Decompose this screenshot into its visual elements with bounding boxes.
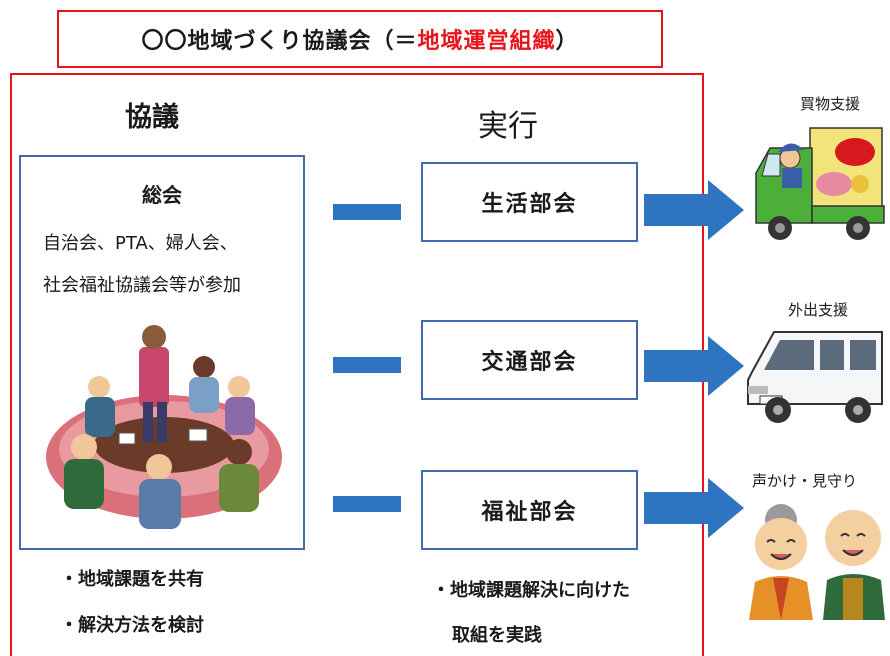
arrow-right-icon — [644, 336, 744, 396]
arrow-right-icon — [644, 180, 744, 240]
caption-shopping-support: 買物支援 — [800, 95, 861, 113]
heading-execution: 実行 — [478, 109, 538, 144]
general-assembly-box: 総会 自治会、PTA、婦人会、 社会福祉協議会等が参加 — [19, 155, 305, 550]
division-welfare: 福祉部会 — [421, 470, 638, 550]
council-title-box: 〇〇地域づくり協議会（＝地域運営組織） — [57, 10, 663, 68]
assembly-members-line2: 社会福祉協議会等が参加 — [43, 275, 241, 296]
bullet-implement-efforts: 取組を実践 — [452, 625, 542, 646]
connector-dash — [333, 496, 401, 512]
meeting-illustration — [46, 325, 282, 529]
arrow-right-icon — [644, 478, 744, 538]
council-title-suffix: ） — [555, 29, 579, 54]
caption-watch-over: 声かけ・見守り — [752, 472, 858, 490]
connector-dash — [333, 204, 401, 220]
caption-outing-support: 外出支援 — [788, 301, 849, 319]
connector-dash — [333, 357, 401, 373]
bullet-solve-issues: ・地域課題解決に向けた — [432, 580, 630, 601]
bullet-consider-solutions: ・解決方法を検討 — [60, 615, 204, 636]
council-title-emphasis: 地域運営組織 — [417, 29, 556, 54]
assembly-members-line1: 自治会、PTA、婦人会、 — [43, 233, 238, 254]
assembly-title: 総会 — [142, 183, 182, 207]
division-transport: 交通部会 — [421, 320, 638, 400]
mobile-shop-truck-illustration — [755, 127, 885, 240]
van-illustration — [747, 331, 883, 423]
council-title-prefix: 〇〇地域づくり協議会（＝ — [141, 29, 418, 54]
elderly-couple-illustration — [749, 504, 885, 620]
bullet-share-issues: ・地域課題を共有 — [60, 569, 204, 590]
heading-deliberation: 協議 — [125, 102, 179, 133]
division-living: 生活部会 — [421, 162, 638, 242]
